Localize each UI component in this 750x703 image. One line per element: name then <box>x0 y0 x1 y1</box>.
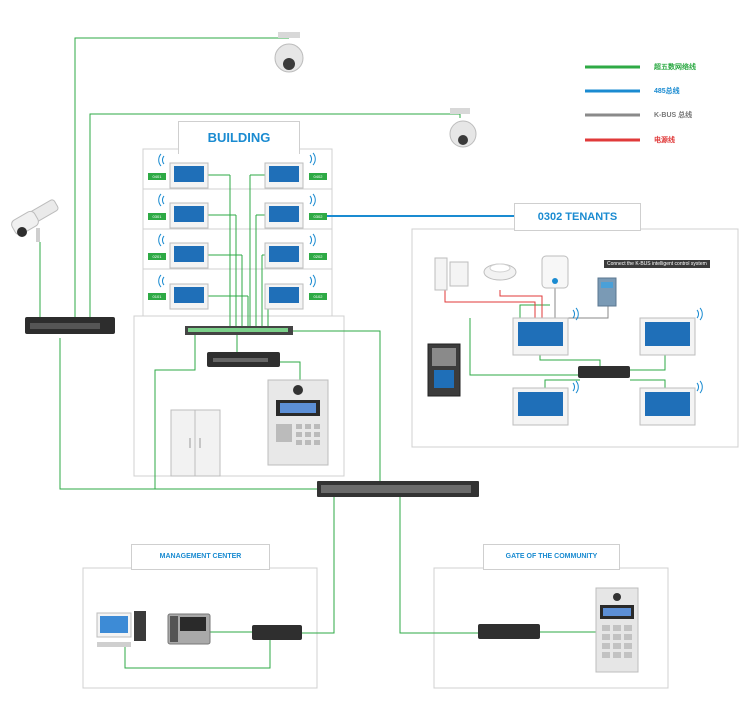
monitor-icon <box>169 202 209 229</box>
monitor-icon <box>264 202 304 229</box>
tenant-monitor-2-icon <box>639 317 696 356</box>
kbus-wiring <box>554 285 609 319</box>
left-switch-icon <box>25 317 115 334</box>
building-doors <box>170 409 221 477</box>
dome-camera-2-icon <box>449 108 477 148</box>
door-sensor-icon <box>434 257 469 291</box>
monitor-icon <box>264 283 304 310</box>
floor-tag-left: 0101 <box>148 293 166 300</box>
legend <box>585 65 640 142</box>
wifi-icons <box>158 152 703 394</box>
monitor-icon <box>264 162 304 189</box>
floor-tag-right: 0202 <box>309 253 327 260</box>
tenants-title: 0302 TENANTS <box>514 203 641 231</box>
building-small-switch-icon <box>207 352 280 367</box>
monitor-icon <box>169 283 209 310</box>
building-door-panel-icon <box>267 379 329 466</box>
tenant-monitor-4-icon <box>639 387 696 426</box>
floor-tag-right: 0302 <box>309 213 327 220</box>
building-outline <box>133 148 345 477</box>
kbus-module-icon <box>597 277 617 307</box>
management-console-icon <box>167 613 211 645</box>
floor-tag-left: 0401 <box>148 173 166 180</box>
legend-label-network: 超五数网络线 <box>654 64 696 71</box>
gate-panel-icon <box>595 587 639 673</box>
network-wiring <box>39 37 666 669</box>
gate-title: GATE OF THE COMMUNITY <box>483 544 620 570</box>
tenants-switch-icon <box>578 366 630 378</box>
floor-tag-left: 0201 <box>148 253 166 260</box>
management-switch-icon <box>252 625 302 640</box>
floor-tag-right: 0102 <box>309 293 327 300</box>
building-title: BUILDING <box>178 121 300 154</box>
kbus-note: Connect the K-BUS intelligent control sy… <box>604 260 710 268</box>
monitor-icon <box>264 242 304 269</box>
tenant-monitor-3-icon <box>512 387 569 426</box>
tenant-monitor-1-icon <box>512 317 569 356</box>
dome-camera-icon <box>274 32 304 73</box>
gate-switch-icon <box>478 624 540 639</box>
legend-label-kbus: K-BUS 总线 <box>654 112 693 119</box>
legend-label-485: 485总线 <box>654 88 680 95</box>
smoke-detector-icon <box>483 263 517 281</box>
floor-tag-right: 0402 <box>309 173 327 180</box>
bullet-camera-icon <box>11 199 59 242</box>
computer-icon <box>96 611 146 647</box>
floor-tag-left: 0301 <box>148 213 166 220</box>
legend-label-power: 电源线 <box>654 137 675 144</box>
sensor-panel-icon <box>541 255 569 289</box>
power-wiring <box>444 290 543 318</box>
monitor-icon <box>169 162 209 189</box>
building-switch-icon <box>185 326 293 335</box>
management-title: MANAGEMENT CENTER <box>131 544 270 570</box>
door-bell-icon <box>427 343 461 397</box>
monitor-icon <box>169 242 209 269</box>
building-monitors <box>169 162 304 310</box>
main-switch-icon <box>317 481 479 497</box>
